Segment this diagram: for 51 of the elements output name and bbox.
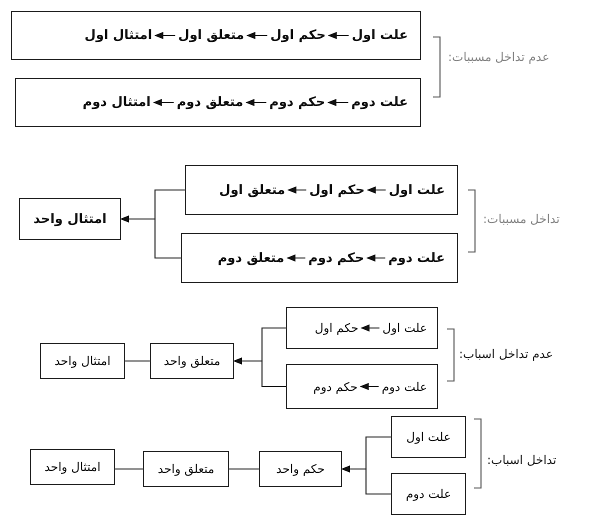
chain-box — [11, 11, 421, 60]
chain-box — [286, 307, 438, 349]
arrow — [328, 32, 349, 40]
process-box: امتثال واحد — [40, 343, 125, 379]
step-text: امتثال اول — [84, 28, 152, 43]
process-box: علت اول — [391, 416, 466, 458]
step-text: متعلق اول — [178, 28, 244, 43]
arrow — [120, 215, 181, 259]
arrow — [366, 186, 386, 194]
process-box: امتثال واحد — [19, 198, 121, 240]
arrow — [286, 254, 306, 262]
arrow — [366, 254, 386, 262]
group-label: تداخل اسباب: — [487, 453, 556, 467]
process-box: علت دوم — [391, 473, 466, 515]
step-text: علت دوم — [388, 250, 445, 266]
arrow — [245, 98, 266, 106]
step-text: امتثال دوم — [82, 95, 151, 110]
step-text: حکم دوم — [313, 380, 358, 394]
arrow — [341, 465, 391, 495]
process-box: متعلق واحد — [143, 451, 229, 487]
process-box: حکم واحد — [259, 451, 342, 487]
step-text: علت دوم — [382, 380, 427, 394]
step-text: حکم اول — [309, 182, 365, 198]
chain-box — [185, 165, 458, 215]
arrow — [287, 186, 306, 194]
process-box: متعلق واحد — [150, 343, 234, 379]
step-text: حکم اول — [270, 28, 326, 43]
arrow — [360, 324, 380, 332]
arrow — [360, 382, 379, 390]
step-text: حکم اول — [314, 321, 358, 335]
step-text: متعلق اول — [219, 182, 286, 198]
step-text: متعلق دوم — [176, 95, 244, 110]
step-text: علت اول — [352, 28, 408, 43]
arrow — [246, 32, 268, 40]
group-label: عدم تداخل اسباب: — [459, 347, 554, 361]
chain-box — [181, 233, 458, 283]
step-text: متعلق دوم — [218, 250, 284, 266]
step-text: علت اول — [382, 321, 427, 335]
arrow — [154, 32, 176, 40]
step-text: حکم دوم — [269, 95, 326, 110]
step-text: علت اول — [388, 182, 445, 198]
arrow — [152, 98, 174, 106]
process-box: امتثال واحد — [30, 449, 115, 485]
chain-box — [15, 78, 421, 127]
group-label: تداخل مسببات: — [483, 212, 560, 226]
arrow — [233, 357, 286, 388]
step-text: حکم دوم — [308, 250, 364, 266]
arrow — [327, 98, 348, 106]
group-label: عدم تداخل مسببات: — [448, 50, 550, 64]
chain-box — [286, 364, 438, 409]
step-text: علت دوم — [351, 95, 408, 110]
